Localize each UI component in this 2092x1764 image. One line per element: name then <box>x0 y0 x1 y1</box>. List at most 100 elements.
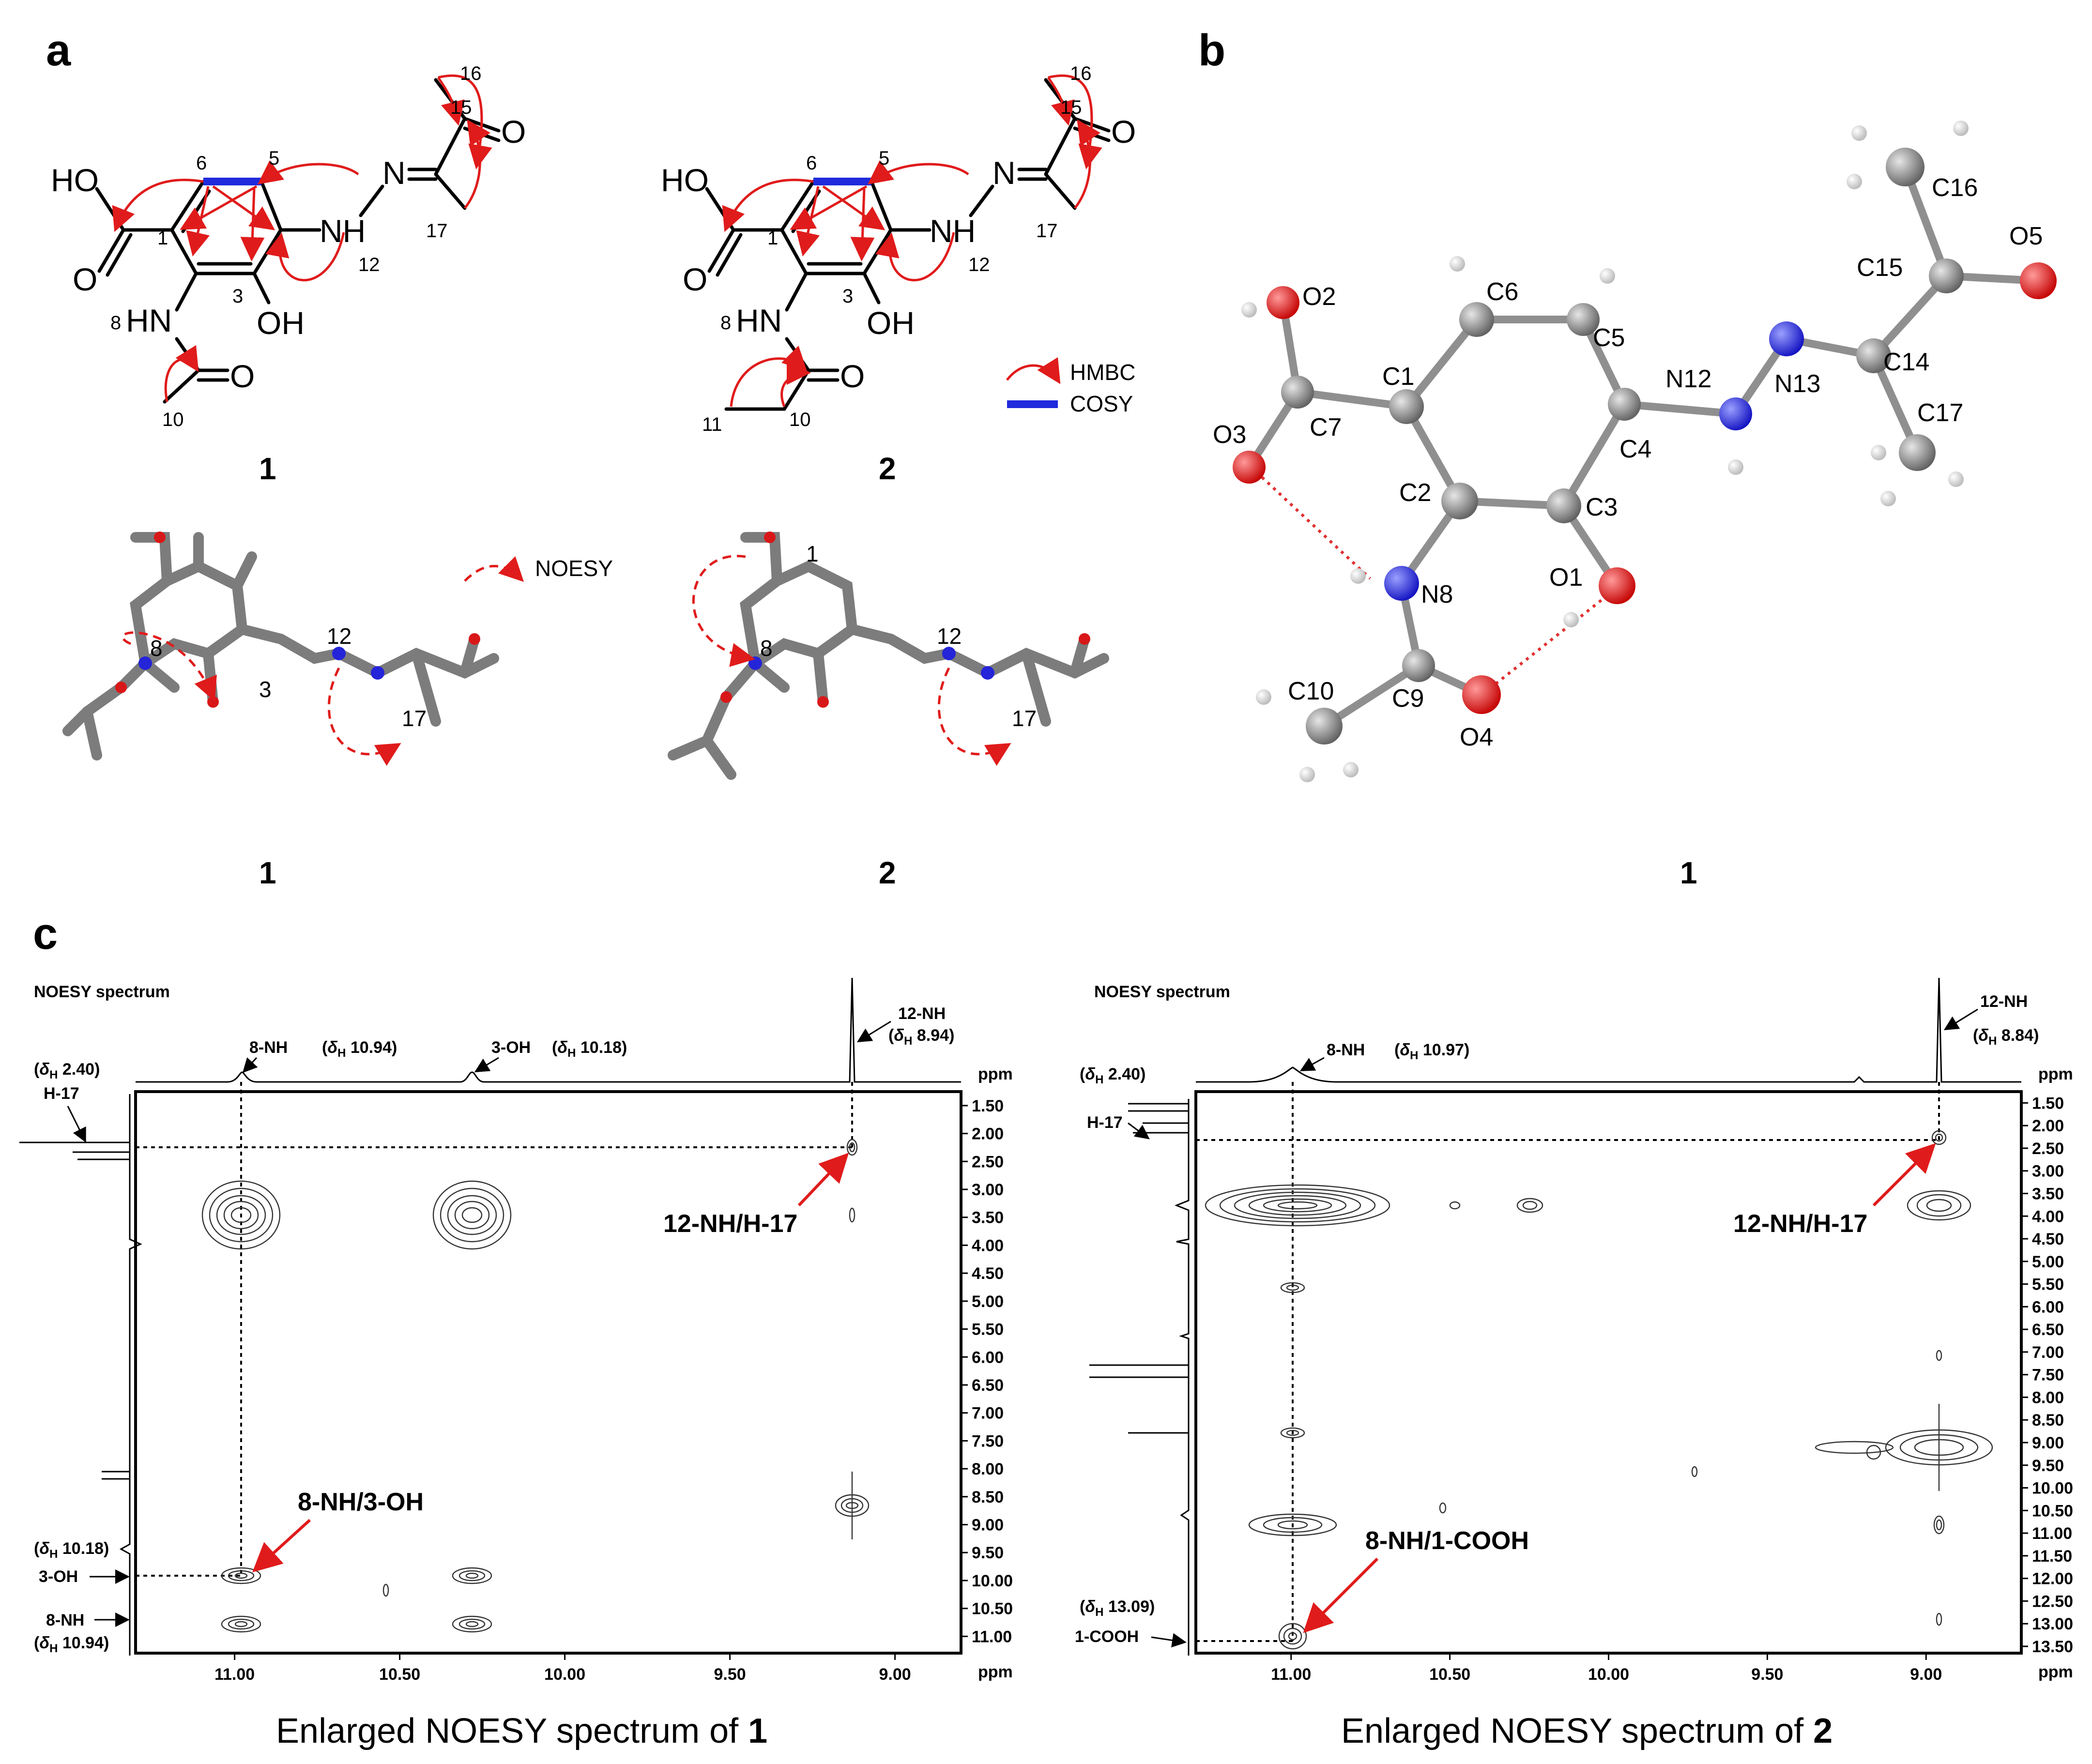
s2-left-cooh-shift: (δH 13.09) <box>1080 1597 1155 1619</box>
s1-top-3oh-arrow <box>474 1057 499 1073</box>
y-tick-label: 11.00 <box>972 1627 1012 1646</box>
y-tick-label: 8.00 <box>2032 1388 2064 1407</box>
atom-n: N <box>382 155 406 191</box>
num-3-2: 3 <box>842 286 853 307</box>
compound-label-2b: 2 <box>879 855 896 890</box>
atom-nh-2: NH <box>930 213 976 249</box>
y-tick-label: 9.00 <box>972 1516 1004 1535</box>
x-tick-label: 9.50 <box>714 1665 746 1684</box>
y-tick-label: 9.50 <box>2032 1457 2064 1475</box>
atom-o-ketone: O <box>501 114 526 150</box>
y-tick-label: 10.00 <box>972 1572 1013 1590</box>
y-tick-label: 10.00 <box>2032 1479 2073 1498</box>
ortep-label-C2: C2 <box>1399 479 1431 507</box>
ortep-label-N8: N8 <box>1421 580 1453 608</box>
atom-o-carbonyl: O <box>73 261 97 297</box>
y-tick-label: 3.00 <box>2032 1162 2064 1181</box>
x-tick-label: 10.50 <box>1429 1665 1470 1684</box>
compound-label-2a: 2 <box>879 451 896 486</box>
ortep-label-C16: C16 <box>1932 174 1978 202</box>
atom-o-carbonyl-2: O <box>683 261 707 297</box>
spectrum1-crosspeaks <box>201 1139 870 1633</box>
s1-left-3oh-shift: (δH 10.18) <box>34 1539 109 1561</box>
s1-top-3oh: 3-OH <box>491 1038 531 1057</box>
y-tick-label: 12.00 <box>2032 1570 2073 1588</box>
y-tick-label: 7.00 <box>2032 1343 2064 1362</box>
atom-n-2: N <box>993 155 1016 191</box>
atom-ho-2: HO <box>661 162 709 198</box>
s2-left-h17-arrow <box>1128 1122 1150 1140</box>
ortep-label-O3: O3 <box>1213 421 1246 449</box>
y-tick-label: 4.50 <box>972 1264 1004 1283</box>
s1-top-12nh-shift: (δH 8.94) <box>888 1026 954 1048</box>
y-tick-label: 13.00 <box>2032 1615 2073 1633</box>
model1-label-12: 12 <box>327 623 351 649</box>
y-tick-label: 1.50 <box>2032 1094 2064 1112</box>
y-tick-label: 4.50 <box>2032 1230 2064 1248</box>
atom-nh: NH <box>320 213 366 249</box>
s1-top-8nh-shift: (δH 10.94) <box>322 1038 397 1060</box>
num-3: 3 <box>232 286 243 307</box>
panel-label-c: c <box>33 909 58 958</box>
atom-ho: HO <box>51 162 99 198</box>
compound-label-1c: 1 <box>1680 855 1697 890</box>
s2-left-h17-shift: (δH 2.40) <box>1080 1065 1145 1086</box>
ortep-label-C1: C1 <box>1382 363 1414 391</box>
structure-compound-2: HO O HN O OH NH N O 16 15 6 5 1 3 12 17 … <box>661 63 1136 435</box>
spectrum1-title: NOESY spectrum <box>34 983 170 1001</box>
noesy-spectrum-1: NOESY spectrum 11.00 10.50 10.00 9.50 9.00 1… <box>19 977 1013 1684</box>
s2-top-12nh-shift: (δH 8.84) <box>1973 1026 2039 1048</box>
num-16: 16 <box>460 63 482 84</box>
x-tick-label: 10.50 <box>379 1665 420 1684</box>
ortep-label-C9: C9 <box>1392 684 1424 713</box>
y-tick-label: 2.00 <box>2032 1117 2064 1135</box>
y-tick-label: 6.50 <box>2032 1321 2064 1339</box>
ortep-label-C5: C5 <box>1593 324 1625 352</box>
y-tick-label: 11.00 <box>2032 1524 2072 1543</box>
num-16-2: 16 <box>1070 63 1092 84</box>
ortep-label-O1: O1 <box>1549 563 1583 592</box>
ortep-label-C17: C17 <box>1917 399 1963 427</box>
s1-left-8nh: 8-NH <box>46 1611 84 1629</box>
x-tick-label: 9.00 <box>1910 1665 1942 1684</box>
s2-top-12nh: 12-NH <box>1980 992 2028 1011</box>
panel-label-a: a <box>46 26 71 75</box>
spectrum1-y-axis: 1.502.002.503.003.504.004.505.005.506.00… <box>961 1097 1013 1646</box>
s1-ppm-top: ppm <box>978 1065 1013 1083</box>
y-tick-label: 3.50 <box>2032 1185 2064 1203</box>
spectrum1-caption: Enlarged NOESY spectrum of 1 <box>276 1712 767 1750</box>
num-10: 10 <box>162 409 184 430</box>
ortep-label-C10: C10 <box>1288 677 1334 705</box>
y-tick-label: 8.50 <box>2032 1411 2064 1429</box>
x-tick-label: 11.00 <box>1271 1665 1311 1684</box>
num-10-2: 10 <box>789 409 811 430</box>
y-tick-label: 8.00 <box>972 1460 1004 1478</box>
model1-label-17: 17 <box>402 706 427 731</box>
ortep-structure: O2 C6 C5 C16 C15 O5 C1 C7 O3 C2 C3 C4 N1… <box>1213 121 2057 782</box>
s1-corr-8nh-3oh: 8-NH/3-OH <box>298 1488 424 1516</box>
x-tick-label: 9.50 <box>1751 1665 1783 1684</box>
s1-top-8nh-arrow <box>242 1057 258 1073</box>
num-15-2: 15 <box>1060 97 1082 118</box>
s1-ppm-bottom: ppm <box>978 1663 1013 1681</box>
y-tick-label: 5.50 <box>2032 1276 2064 1294</box>
x-tick-label: 10.00 <box>544 1665 585 1684</box>
num-6: 6 <box>196 152 207 174</box>
s2-left-h17: H-17 <box>1087 1113 1123 1132</box>
panel-label-b: b <box>1198 26 1225 75</box>
atom-hn-2: HN <box>736 303 782 338</box>
y-tick-label: 6.00 <box>972 1348 1004 1367</box>
atom-hn: HN <box>126 303 172 338</box>
y-tick-label: 5.00 <box>972 1293 1004 1311</box>
y-tick-label: 4.00 <box>2032 1207 2064 1226</box>
s1-left-h17-arrow <box>67 1106 86 1143</box>
num-12-2: 12 <box>968 254 990 275</box>
ortep-label-C4: C4 <box>1619 435 1651 463</box>
s1-left-8nh-shift: (δH 10.94) <box>34 1634 109 1655</box>
y-tick-label: 9.50 <box>972 1544 1004 1562</box>
legend-cosy-label: COSY <box>1070 391 1133 416</box>
y-tick-label: 3.50 <box>972 1209 1004 1227</box>
spectrum2-y-axis: 1.502.002.503.003.504.004.505.005.506.00… <box>2021 1094 2073 1656</box>
y-tick-label: 2.50 <box>972 1153 1004 1171</box>
